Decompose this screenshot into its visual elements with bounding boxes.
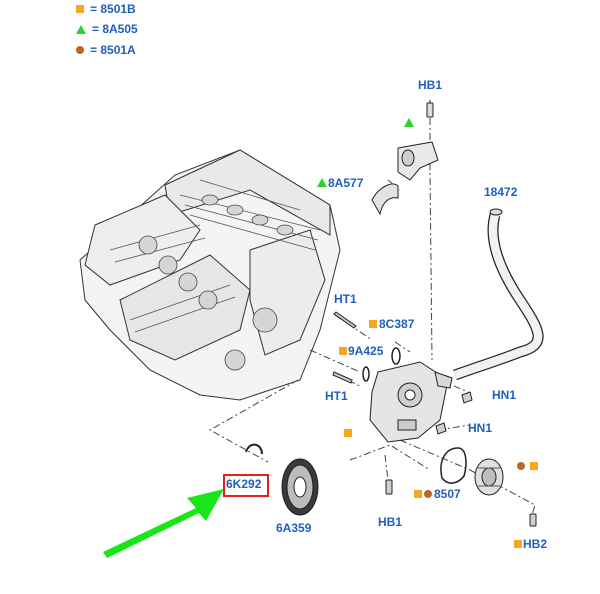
label-hb2: HB2 xyxy=(523,537,548,551)
highlight-box-6k292 xyxy=(223,474,269,497)
engine-block-illustration xyxy=(79,149,341,401)
hn1-nut-lower xyxy=(435,422,447,435)
pump-impeller xyxy=(474,458,504,496)
brown-circle-icon xyxy=(517,462,525,470)
hose-8a577 xyxy=(371,183,399,216)
o-ring-9a425 xyxy=(362,366,370,382)
hb1-top-bolt xyxy=(426,100,434,118)
thermostat-housing-upper xyxy=(397,141,439,181)
green-triangle-icon xyxy=(404,118,414,127)
label-ht1-lower: HT1 xyxy=(325,389,348,403)
label-hb1-top: HB1 xyxy=(418,78,443,92)
legend-row-8501a: = 8501A xyxy=(76,42,136,58)
label-ht1-upper: HT1 xyxy=(334,292,357,306)
legend-row-8a505: = 8A505 xyxy=(76,21,138,37)
orange-square-icon xyxy=(76,5,84,13)
label-9a425: 9A425 xyxy=(348,344,384,358)
legend-label: = 8501A xyxy=(90,43,136,57)
legend-row-8501b: = 8501B xyxy=(76,1,136,17)
hose-18472 xyxy=(453,208,544,381)
ht1-stud-lower xyxy=(332,371,353,384)
brown-circle-icon xyxy=(424,490,432,498)
label-hn1-upper: HN1 xyxy=(492,388,517,402)
label-6a359: 6A359 xyxy=(276,521,312,535)
brown-circle-icon xyxy=(76,46,84,54)
o-ring-8c387 xyxy=(391,347,401,365)
label-8507: 8507 xyxy=(434,487,461,501)
green-pointer-arrow xyxy=(103,489,224,558)
hn1-nut-upper xyxy=(461,391,473,404)
label-8a577: 8A577 xyxy=(328,176,364,190)
orange-square-icon xyxy=(344,429,352,437)
orange-square-icon xyxy=(514,540,522,548)
label-hb1-bottom: HB1 xyxy=(378,515,403,529)
water-pump-housing xyxy=(369,361,453,443)
gasket-8507 xyxy=(440,447,467,484)
legend-label: = 8501B xyxy=(90,2,136,16)
orange-square-icon xyxy=(339,347,347,355)
orange-square-icon xyxy=(369,320,377,328)
crank-seal-6k292 xyxy=(245,443,263,455)
ht1-stud-upper xyxy=(333,311,357,329)
label-hn1-lower: HN1 xyxy=(468,421,493,435)
hb2-bolt xyxy=(529,513,537,527)
orange-square-icon xyxy=(414,490,422,498)
label-18472: 18472 xyxy=(484,185,518,199)
hb1-lower-bolt xyxy=(385,479,393,495)
green-triangle-icon xyxy=(76,24,86,34)
green-triangle-icon xyxy=(317,178,327,187)
orange-square-icon xyxy=(530,462,538,470)
label-6k292: 6K292 xyxy=(226,477,262,491)
label-8c387: 8C387 xyxy=(379,317,415,331)
legend-label: = 8A505 xyxy=(92,22,138,36)
damper-pulley-6a359 xyxy=(281,458,319,516)
